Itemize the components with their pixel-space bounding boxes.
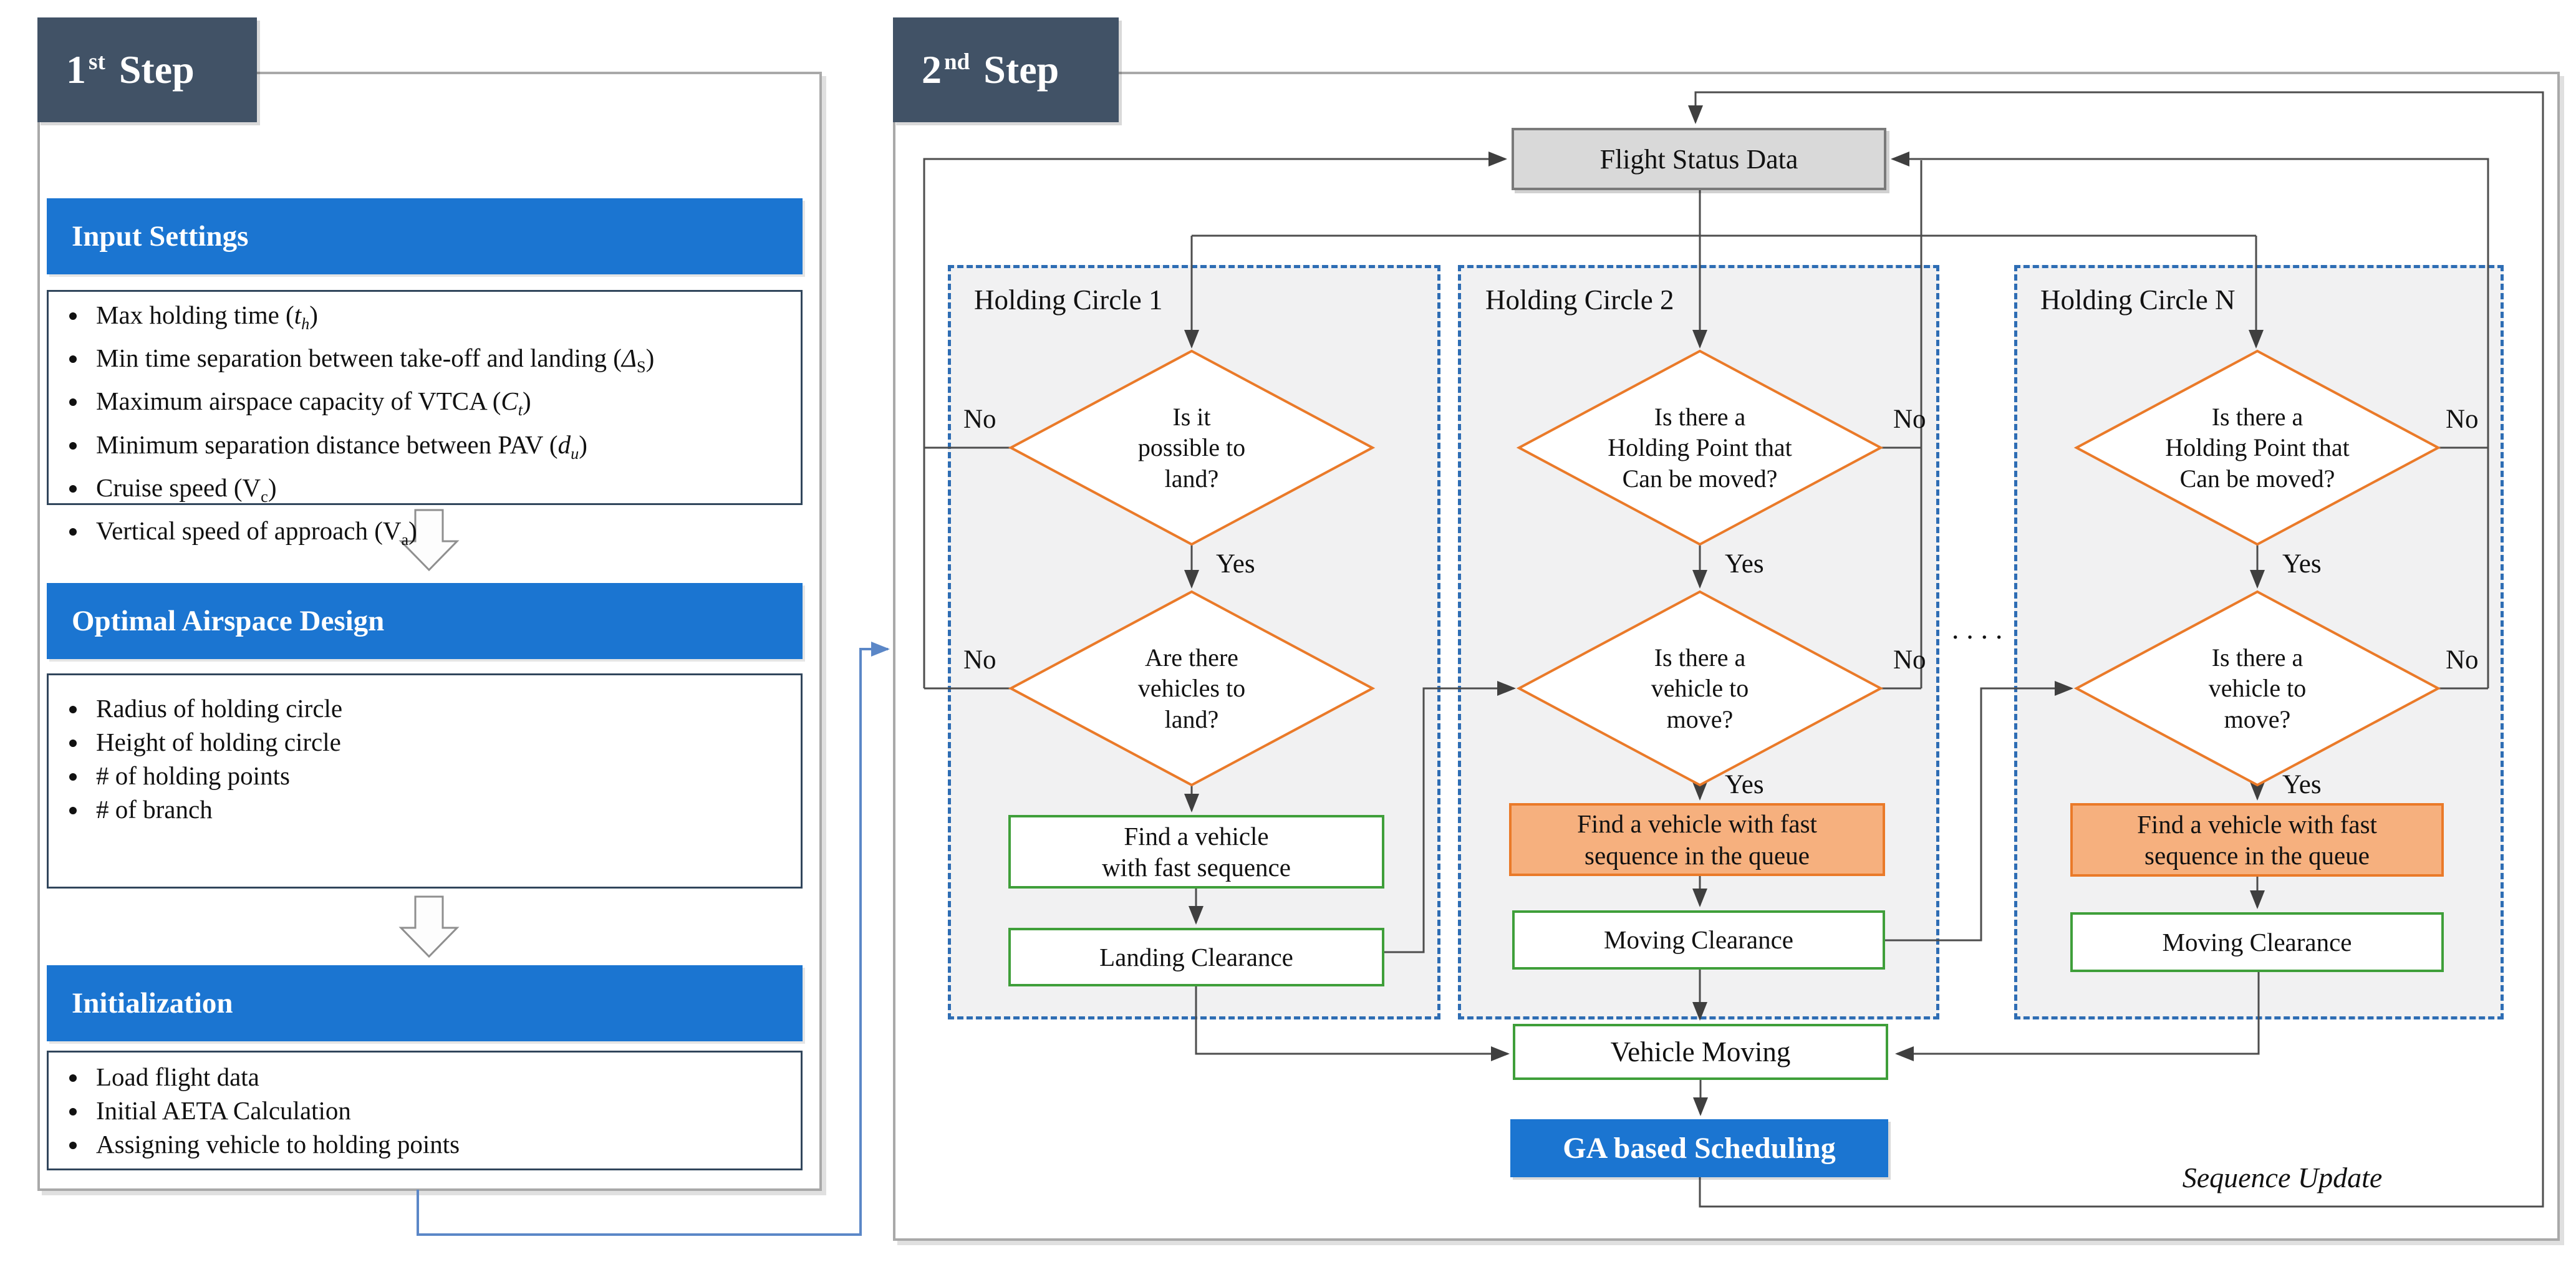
c2-diamond1-shape xyxy=(1516,349,1884,546)
list-item: Vertical speed of approach (Va) xyxy=(89,514,788,557)
section-title: Optimal Airspace Design xyxy=(72,605,385,637)
c2-diamond2-shape xyxy=(1516,590,1884,787)
c1-diamond2-shape xyxy=(1008,590,1376,787)
cn-diamond1-shape xyxy=(2073,349,2441,546)
initialization-list: Load flight data Initial AETA Calculatio… xyxy=(47,1051,803,1170)
list-item: Assigning vehicle to holding points xyxy=(89,1127,788,1161)
connector-cn-no-to-fsd xyxy=(1891,152,2489,688)
list-item: Cruise speed (Vc) xyxy=(89,471,788,514)
no-label: No xyxy=(2446,405,2479,434)
holding-circle-n-label: Holding Circle N xyxy=(2040,284,2236,316)
no-label: No xyxy=(963,405,996,434)
no-label: No xyxy=(1893,405,1926,434)
no-label: No xyxy=(1893,645,1926,675)
optimal-airspace-list: Radius of holding circle Height of holdi… xyxy=(47,673,803,889)
c1-landing-clearance-node: Landing Clearance xyxy=(1008,928,1384,986)
ellipsis-dots: ···· xyxy=(1951,621,2009,653)
list-item: Min time separation between take-off and… xyxy=(89,341,788,384)
node-label: Vehicle Moving xyxy=(1610,1036,1791,1067)
section-bar-initialization: Initialization xyxy=(47,965,803,1041)
node-label: Flight Status Data xyxy=(1599,143,1798,175)
c2-moving-clearance-node: Moving Clearance xyxy=(1512,910,1885,970)
list-item: Radius of holding circle xyxy=(89,691,788,725)
node-label: Landing Clearance xyxy=(1099,942,1293,971)
vehicle-moving-node: Vehicle Moving xyxy=(1513,1024,1888,1080)
section-bar-optimal-airspace: Optimal Airspace Design xyxy=(47,583,803,659)
list-item: Minimum separation distance between PAV … xyxy=(89,428,788,471)
no-label: No xyxy=(2446,645,2479,675)
section-title: Initialization xyxy=(72,987,233,1019)
connector-c1-to-c2-diamond2 xyxy=(1384,681,1516,953)
list-item: Max holding time (th) xyxy=(89,298,788,341)
section-title: Input Settings xyxy=(72,220,249,253)
node-label: Moving Clearance xyxy=(2162,927,2352,956)
list-item: # of branch xyxy=(89,793,788,826)
yes-label: Yes xyxy=(2282,770,2322,799)
hollow-arrow-icon xyxy=(398,509,460,572)
node-label: GA based Scheduling xyxy=(1563,1132,1836,1165)
connector-cn-to-vehicle-moving xyxy=(1895,972,2260,1061)
c1-diamond1-shape xyxy=(1008,349,1376,546)
yes-label: Yes xyxy=(1725,770,1764,799)
node-label: Moving Clearance xyxy=(1604,925,1793,955)
cn-moving-clearance-node: Moving Clearance xyxy=(2070,912,2444,972)
connector-step1-to-step2 xyxy=(417,642,890,1236)
list-item: Initial AETA Calculation xyxy=(89,1094,788,1127)
yes-label: Yes xyxy=(1725,549,1764,579)
connector-c1-no-to-fsd xyxy=(923,152,1507,688)
holding-circle-2-label: Holding Circle 2 xyxy=(1485,284,1674,316)
connector-c1-to-vehicle-moving xyxy=(1195,986,1510,1061)
connector-sequence-update-loop xyxy=(1688,91,2544,1208)
hollow-arrow-icon xyxy=(398,895,460,958)
yes-label: Yes xyxy=(1216,549,1255,579)
flight-status-data-node: Flight Status Data xyxy=(1512,128,1886,190)
cn-diamond2-shape xyxy=(2073,590,2441,787)
holding-circle-1-label: Holding Circle 1 xyxy=(974,284,1163,316)
list-item: # of holding points xyxy=(89,759,788,793)
no-label: No xyxy=(963,645,996,675)
section-bar-input-settings: Input Settings xyxy=(47,198,803,274)
connector-c2-to-cn-diamond2 xyxy=(1885,681,2073,942)
sequence-update-label: Sequence Update xyxy=(2182,1162,2383,1193)
ga-scheduling-node: GA based Scheduling xyxy=(1510,1119,1888,1177)
yes-label: Yes xyxy=(2282,549,2322,579)
list-item: Maximum airspace capacity of VTCA (Ct) xyxy=(89,384,788,427)
list-item: Height of holding circle xyxy=(89,725,788,759)
list-item: Load flight data xyxy=(89,1060,788,1094)
input-settings-list: Max holding time (th) Min time separatio… xyxy=(47,290,803,549)
